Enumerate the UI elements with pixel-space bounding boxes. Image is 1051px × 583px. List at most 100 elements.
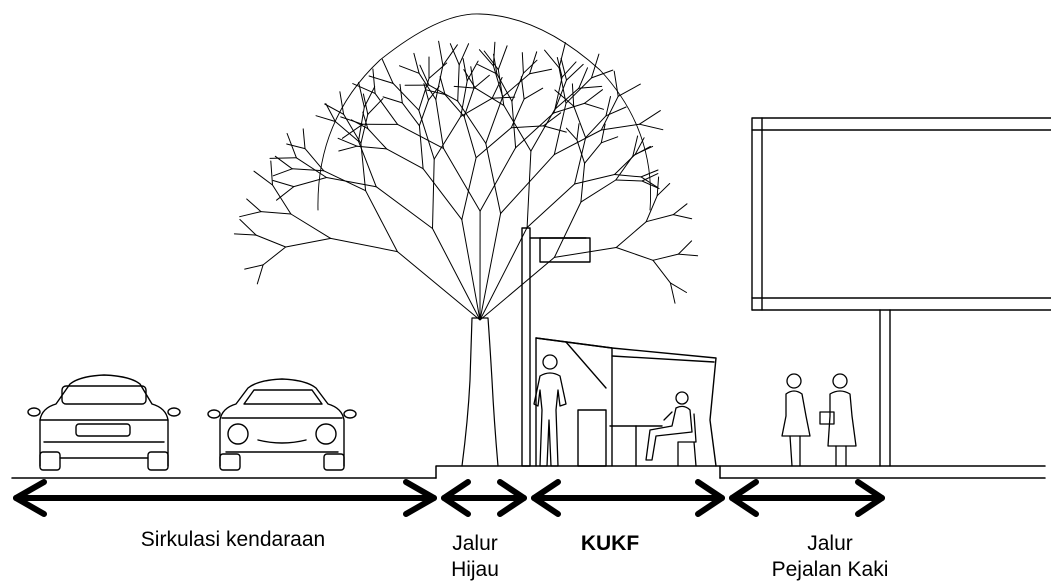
tree-branch [363,86,376,108]
tree-branch [255,234,287,248]
tree-branch [286,143,306,150]
tree-branch [600,136,619,144]
tree-branch [444,94,465,118]
tree-branch [239,219,257,236]
tree-branch [565,127,578,141]
tree-branch [554,89,575,107]
tree-branch [463,69,476,89]
tree-branch [428,85,440,101]
tree-branch [652,253,679,261]
tree-branch [656,183,671,197]
tree-branch [523,87,544,100]
tree-branch [418,109,435,160]
tree-branch [372,68,376,94]
tree-branch [576,139,586,164]
tree-branch [399,65,420,74]
tree-branch [556,57,563,78]
tree-branch [585,115,607,139]
tree-branch [473,74,490,89]
tree-branch [334,121,359,142]
tree-branch [435,98,444,149]
tree-branch [578,67,588,89]
tree-branch [571,83,575,107]
tree-branch [502,73,531,98]
tree-branch [615,179,643,182]
tree-branch [352,83,376,94]
tree-branch [374,92,399,125]
tree-branch [295,157,327,178]
tree-branch [458,43,470,66]
tree-branch [591,69,614,79]
tree-branch [367,128,388,150]
lamp-post [521,227,591,467]
tree-branch [632,145,651,157]
tree-branch [677,240,693,255]
tree-branch [463,116,477,159]
tree-branch [638,123,664,131]
tree-branch [461,157,477,221]
tree-branch [617,83,641,97]
tree-branch [392,82,420,111]
tree-branch [566,63,584,81]
tree [233,13,699,467]
tree-branch [605,106,627,117]
tree-branch [511,72,524,102]
pedestrian-woman-2 [819,373,857,467]
tree-branch [291,168,325,172]
tree-branch [640,176,659,188]
tree-branch [492,41,496,67]
tree-branch [339,91,345,115]
tree-branch [432,228,481,321]
tree-branch [260,211,292,215]
tree-branch [386,148,424,170]
tree-branch [561,61,577,78]
tree-branch [497,45,508,71]
tree-branch [315,115,336,122]
tree-branch [457,64,460,102]
label-pedestrian-line2: Pejalan Kaki [771,558,889,581]
tree-branch [526,150,532,228]
tree-branch [560,57,567,81]
tree-branch [272,184,292,215]
tree-branch [479,227,528,321]
tree-branch [272,180,295,188]
tree-branch [615,155,634,181]
tree-branch [239,211,262,218]
tree-branch [262,246,287,266]
label-pedestrian-line1: Jalur [807,532,853,555]
tree-branch [511,100,517,149]
tree-branch [605,96,611,117]
tree-branch [276,186,295,201]
tree-branch [285,237,332,248]
tree-branch [645,195,658,223]
building-outline [751,117,1051,467]
tree-branch [435,64,444,100]
tree-branch [483,50,499,71]
person-sitting [645,391,697,467]
tree-branch [270,160,273,186]
tree-branch [632,135,639,157]
label-green-zone-line2: Hijau [451,558,499,581]
tree-branch [479,213,502,321]
tree-branch [338,145,358,152]
tree-branch [382,96,403,104]
tree-branch [381,58,394,84]
label-green-zone-line1: Jalur [452,532,498,555]
tree-branch [375,186,433,229]
tree-branch [485,142,502,214]
tree-branch [477,63,498,75]
tree-branch [457,100,487,144]
tree-branch [558,42,566,69]
tree-branch [341,123,364,139]
tree-branch [574,174,615,185]
tree-branch [600,95,619,131]
tree-branch [423,83,429,101]
tree-branch [475,127,512,159]
tree-branch [583,89,603,104]
tree-branch [600,123,640,131]
tree-branch [615,247,654,261]
tree-branch [462,58,468,82]
tree-branch [583,102,604,110]
tree-branch [645,214,674,223]
tree-branch [463,87,475,118]
